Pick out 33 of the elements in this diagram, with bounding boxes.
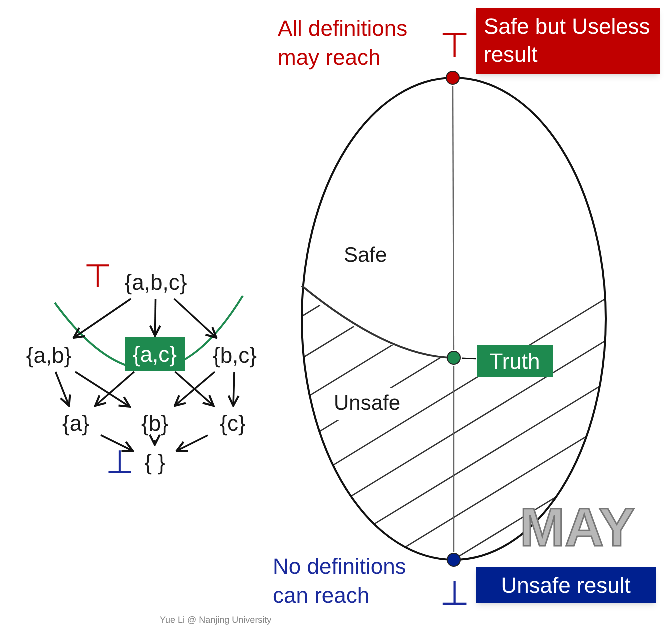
arrow (228, 372, 240, 407)
caption-text: All definitions may reach (278, 15, 409, 72)
top-symbol: ⊤ (440, 26, 466, 66)
set-label: {a} (52, 407, 100, 439)
arrow (148, 434, 162, 446)
connector-line (462, 358, 476, 360)
result-box: Safe but Useless result (476, 8, 660, 74)
arrow (174, 298, 218, 339)
caption-text: No definitions can reach (273, 553, 408, 610)
credit-text: Yue Li @ Nanjing University (160, 614, 273, 627)
arrow (100, 434, 134, 452)
set-label: {c} (209, 407, 257, 439)
set-label: {a,b} (16, 339, 82, 371)
connector-line (452, 86, 455, 350)
arrow (54, 372, 72, 407)
arrow (94, 371, 135, 407)
arrow (72, 298, 132, 339)
truth-box: Truth (477, 345, 553, 377)
arrow (149, 298, 162, 337)
lattice-symbol: ⊥ (106, 444, 130, 480)
result-box: Unsafe result (476, 567, 656, 603)
set-label: {b} (131, 407, 179, 439)
heading-text: MAY (520, 497, 636, 560)
region-label: Safe (344, 243, 388, 269)
set-label: {b,c} (202, 339, 268, 371)
arrow (176, 434, 208, 452)
lattice-symbol: ⊤ (84, 258, 108, 294)
bottom-symbol: ⊥ (440, 574, 466, 614)
connector-line (453, 366, 455, 552)
arrow (75, 371, 131, 408)
set-label: { } (134, 446, 176, 478)
highlighted-set: {a,c} (125, 337, 185, 371)
set-label: {a,b,c} (113, 266, 199, 298)
